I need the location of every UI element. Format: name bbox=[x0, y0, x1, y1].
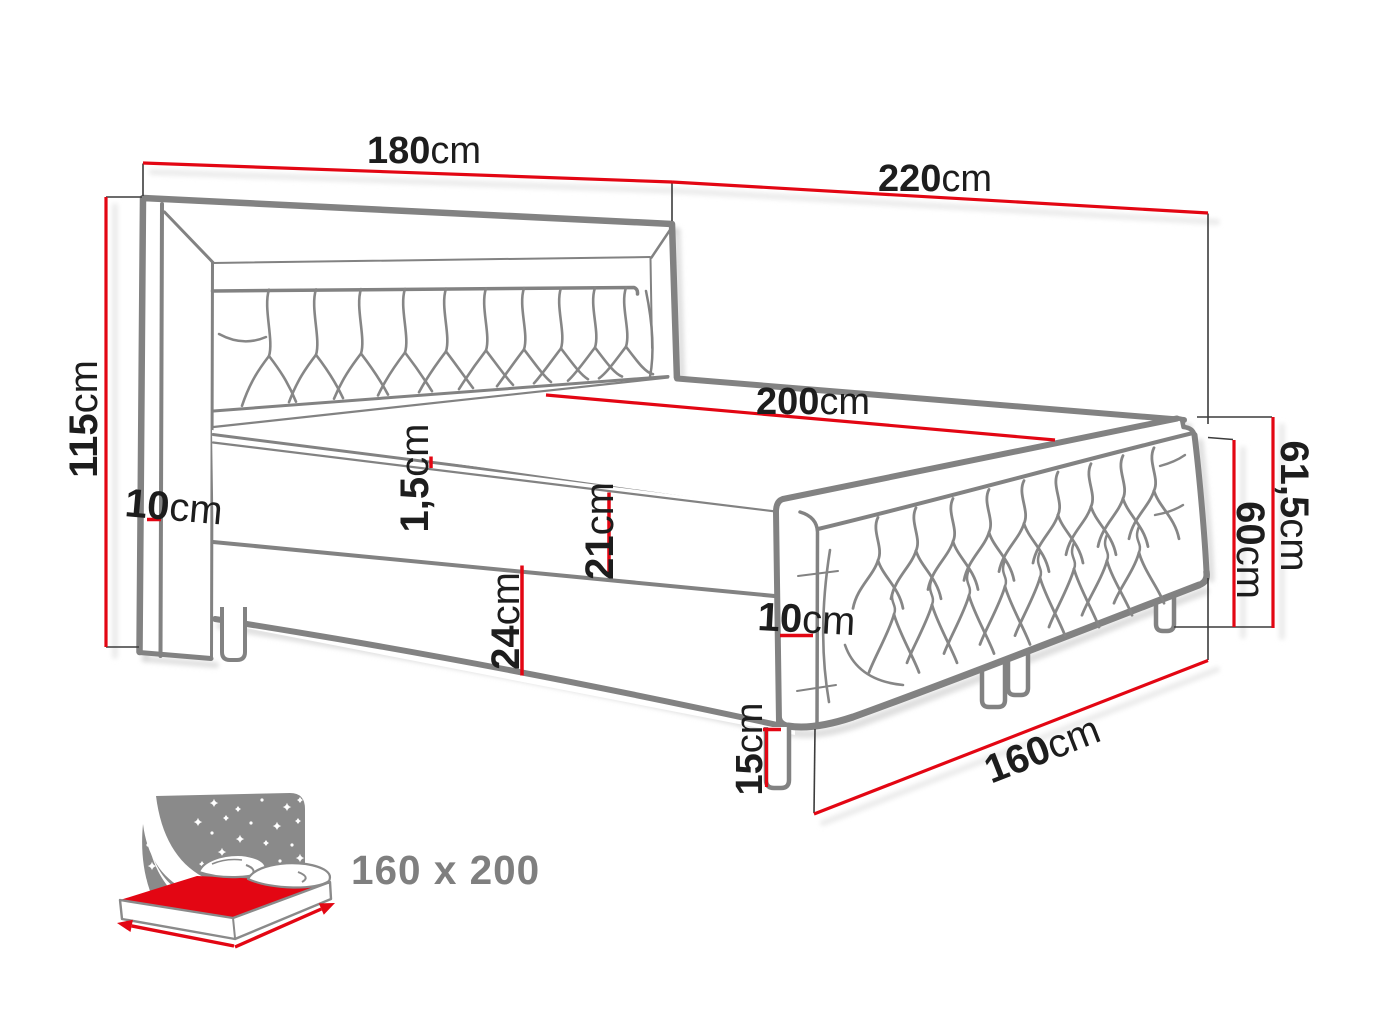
svg-text:15cm: 15cm bbox=[729, 703, 771, 796]
svg-text:180cm: 180cm bbox=[367, 130, 481, 172]
svg-text:60cm: 60cm bbox=[1228, 501, 1272, 599]
svg-text:10cm: 10cm bbox=[123, 481, 224, 533]
svg-text:10cm: 10cm bbox=[757, 595, 857, 644]
svg-text:220cm: 220cm bbox=[878, 158, 992, 200]
svg-text:21cm: 21cm bbox=[578, 482, 622, 580]
svg-text:1,5cm: 1,5cm bbox=[393, 424, 437, 533]
svg-text:160 x 200: 160 x 200 bbox=[351, 847, 540, 893]
svg-text:115cm: 115cm bbox=[62, 360, 106, 478]
svg-text:200cm: 200cm bbox=[756, 381, 870, 423]
svg-text:61,5cm: 61,5cm bbox=[1272, 440, 1316, 571]
svg-text:24cm: 24cm bbox=[484, 572, 528, 670]
